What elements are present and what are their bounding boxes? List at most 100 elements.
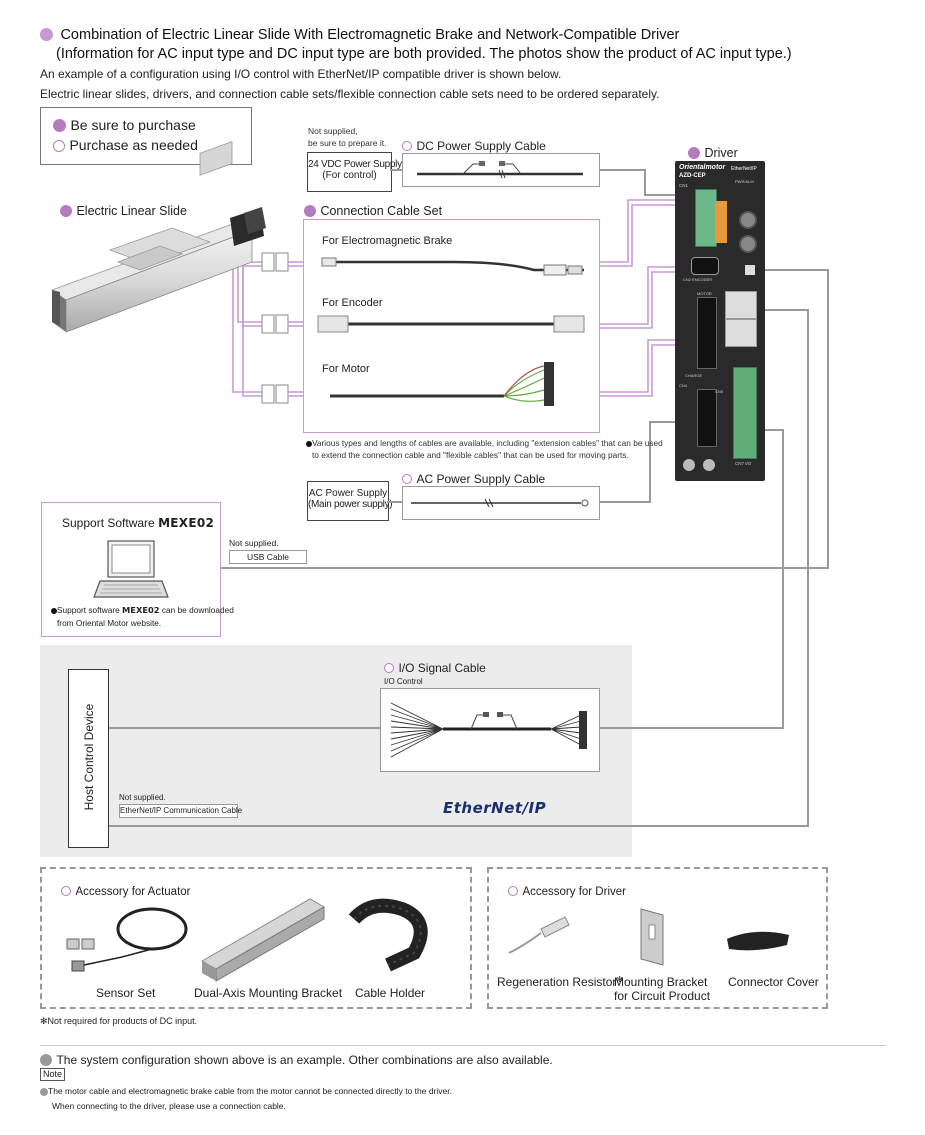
- ground-screw-icon: [703, 459, 715, 471]
- connector-cover-icon: [727, 931, 789, 951]
- ethernet-port-1[interactable]: [725, 291, 757, 319]
- driver-cn4-label: CN4: [679, 383, 688, 388]
- note-tag: Note: [40, 1068, 66, 1081]
- ethernet-cable-line: [108, 309, 809, 827]
- footer-divider: [40, 1045, 886, 1046]
- slide-label-text: Electric Linear Slide: [76, 204, 187, 218]
- sensor-set-icon: [66, 907, 188, 972]
- driver-accessory-label: Accessory for Driver: [508, 882, 626, 900]
- slide-motor-line: [232, 246, 262, 393]
- optional-purchase-icon: [384, 662, 394, 673]
- usb-cable-label: USB Cable: [246, 552, 290, 562]
- legend-optional: Purchase as needed: [53, 137, 198, 155]
- cn1-terminal[interactable]: [695, 189, 717, 247]
- software-note-prefix: Support software: [57, 605, 123, 615]
- io-terminal[interactable]: [733, 367, 757, 459]
- optional-purchase-icon: [402, 473, 412, 484]
- software-title-prefix: Support Software: [62, 516, 159, 530]
- ethernet-cable-tag: EtherNet/IP Communication Cable: [119, 804, 242, 818]
- motor-connector[interactable]: [697, 297, 717, 369]
- footnote-mark: ✻: [40, 1016, 48, 1026]
- dc-power-supply-box: 24 VDC Power Supply (For control): [307, 152, 402, 192]
- footer-line-1-text: The system configuration shown above is …: [56, 1053, 553, 1067]
- must-purchase-icon: [53, 119, 66, 133]
- footnote: ✻Not required for products of DC input.: [40, 1016, 197, 1027]
- driver-accessory-label-text: Accessory for Driver: [522, 886, 626, 898]
- cn1-orange-clip: [715, 201, 727, 243]
- optional-purchase-icon: [508, 885, 518, 896]
- io-cable-label-text: I/O Signal Cable: [398, 661, 486, 675]
- driver-charge-label: CHARGE: [685, 373, 703, 378]
- dc-cable-icon: [417, 161, 583, 179]
- ground-screw-icon: [683, 459, 695, 471]
- ac-cable-box: [402, 486, 600, 520]
- ac-supply-line-1: AC Power Supply: [308, 488, 388, 499]
- legend-optional-label: Purchase as needed: [69, 137, 198, 153]
- usb-port[interactable]: [745, 265, 755, 275]
- host-control-device-label: Host Control Device: [82, 703, 96, 811]
- motor-connector-shape: [261, 384, 275, 404]
- circuit-bracket-line-2: for Circuit Product: [614, 989, 711, 1003]
- slide-encoder-line: [237, 246, 262, 323]
- description-line-1: An example of a configuration using I/O …: [40, 67, 562, 81]
- regeneration-resistor-label: Regeneration Resistor✻: [497, 975, 623, 989]
- purple-bullet-icon: [40, 28, 53, 42]
- io-cable-label: I/O Signal Cable: [384, 659, 486, 677]
- software-note-line-2: from Oriental Motor website.: [57, 618, 162, 628]
- laptop-icon: [93, 540, 169, 598]
- gray-bullet-icon: [40, 1053, 52, 1066]
- page-subtitle: (Information for AC input type and DC in…: [56, 46, 792, 62]
- circuit-bracket-icon: [640, 908, 664, 966]
- address-dial-icon[interactable]: [739, 235, 757, 253]
- footer-line-1: The system configuration shown above is …: [40, 1051, 553, 1069]
- actuator-accessory-label: Accessory for Actuator: [61, 882, 191, 900]
- dc-supply-note: Not supplied, be sure to prepare it.: [308, 125, 386, 149]
- address-dial-icon[interactable]: [739, 211, 757, 229]
- actuator-accessory-images: [66, 898, 428, 982]
- driver-power-label: PWR/ALM: [735, 179, 754, 184]
- usb-cable-tag: USB Cable: [229, 550, 307, 564]
- actuator-accessory-box: Accessory for Actuator Sensor Set Dual-A…: [40, 867, 472, 1009]
- encoder-to-driver-line: [598, 266, 700, 325]
- driver-cn2-label: CN2 ENCODER: [683, 277, 713, 282]
- driver-label: Driver: [688, 144, 738, 162]
- connection-set-note: Various types and lengths of cables are …: [306, 437, 663, 461]
- main-power-connector[interactable]: [697, 389, 717, 447]
- optional-purchase-icon: [402, 140, 412, 151]
- slide-label: Electric Linear Slide: [60, 202, 187, 220]
- brake-to-driver-line: [598, 199, 702, 263]
- dc-note-line-1: Not supplied,: [308, 126, 358, 136]
- cable-holder-icon: [348, 898, 428, 972]
- brake-cable-label: For Electromagnetic Brake: [322, 235, 453, 247]
- connection-set-label-text: Connection Cable Set: [320, 204, 443, 218]
- description-line-2: Electric linear slides, drivers, and con…: [40, 87, 660, 101]
- footer-note-line-2: When connecting to the driver, please us…: [52, 1101, 286, 1111]
- host-control-device-box: Host Control Device: [68, 669, 109, 848]
- dc-supply-line-2: (For control): [322, 170, 377, 181]
- software-title: Support Software MEXE02: [62, 516, 214, 530]
- sensor-set-label: Sensor Set: [96, 986, 156, 1000]
- usb-not-supplied: Not supplied.: [229, 538, 279, 548]
- footer-note: The motor cable and electromagnetic brak…: [40, 1084, 452, 1114]
- brake-connector-shape: [261, 252, 275, 272]
- header-title-row: Combination of Electric Linear Slide Wit…: [40, 26, 679, 44]
- star-mark: ✻: [616, 975, 624, 984]
- connection-note-line-1: Various types and lengths of cables are …: [312, 438, 663, 448]
- must-purchase-icon: [688, 146, 700, 159]
- legend-must-label: Be sure to purchase: [70, 117, 196, 133]
- connection-set-label: Connection Cable Set: [304, 202, 442, 220]
- ac-supply-line-2: (Main power supply): [308, 499, 393, 510]
- driver-brand: Orientalmotor: [679, 164, 726, 171]
- must-purchase-icon: [304, 204, 316, 217]
- software-note-name: MEXE02: [122, 605, 160, 615]
- ac-cable-icon: [411, 498, 589, 508]
- ethernet-port-2[interactable]: [725, 319, 757, 347]
- encoder-port[interactable]: [691, 257, 719, 275]
- connector-cover-label: Connector Cover: [728, 975, 819, 989]
- io-control-label: I/O Control: [384, 677, 423, 686]
- cable-holder-label: Cable Holder: [355, 986, 426, 1000]
- dc-cable-box: [402, 153, 600, 187]
- motor-cable-label: For Motor: [322, 363, 370, 375]
